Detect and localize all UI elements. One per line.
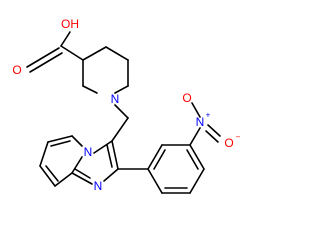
nitro-oxygen-top-label: O: [182, 91, 191, 105]
bond-pip-5: [82, 85, 98, 94]
bond-c8-c8a: [54, 172, 73, 187]
imidazole-nitrogen-label: N: [94, 179, 103, 193]
piperidine-nitrogen-label: N: [111, 92, 120, 106]
bond-pip-1: [82, 46, 107, 61]
bond-c3-c2-inner: [106, 144, 113, 168]
bond-c2-n1: [103, 168, 119, 182]
bond-c-o-double-a: [26, 47, 60, 68]
nitro-oxygen-right-label: O: [224, 136, 233, 150]
bond-ph-nitro: [189, 127, 201, 146]
bond-n1-c8a: [71, 172, 93, 185]
bond-c3-c2: [111, 140, 119, 170]
bond-c-oh: [60, 31, 71, 47]
bond-cooh-ring: [60, 45, 84, 61]
bond-ph-6: [147, 168, 163, 194]
bond-n1-c8a-inner: [74, 168, 91, 179]
bond-c7-c8: [39, 165, 56, 187]
atom-labels: OH O N N N N + O O −: [12, 17, 240, 193]
bond-c5-c6: [47, 135, 73, 143]
bond-pip-2: [105, 46, 129, 61]
nitro-oxygen-charge: −: [236, 133, 241, 142]
bond-c-o-double-b: [29, 52, 63, 73]
bond-n-ch2: [114, 104, 129, 119]
bond-ph-1-inner: [153, 149, 166, 170]
nitro-nitrogen-label: N: [196, 115, 205, 129]
bond-c5-c6-inner: [50, 140, 71, 147]
bond-ch2-c3: [111, 117, 129, 142]
bond-c7-c8-inner: [45, 165, 59, 182]
nitro-nitrogen-charge: +: [206, 111, 211, 120]
bond-n-o-right-2: [205, 130, 219, 143]
bond-ph-1: [147, 144, 163, 170]
bond-ph-3: [189, 144, 205, 170]
bond-n-o-top: [191, 102, 201, 118]
bond-c6-c7: [39, 141, 49, 167]
bond-pip-4: [114, 85, 129, 94]
chemical-structure: OH O N N N N + O O −: [12, 17, 241, 194]
bond-ph-3-inner: [186, 149, 199, 170]
bond-ph-4: [189, 168, 205, 194]
carbonyl-oxygen-label: O: [12, 63, 21, 77]
bond-n-o-right: [207, 124, 221, 137]
bond-n4-c5: [71, 135, 83, 147]
bond-c8a-n4: [71, 156, 83, 174]
hydroxyl-label: OH: [61, 17, 79, 31]
bond-n4-c3: [93, 140, 113, 154]
pyridine-nitrogen-label: N: [84, 145, 93, 159]
bond-skeleton: [26, 31, 221, 194]
